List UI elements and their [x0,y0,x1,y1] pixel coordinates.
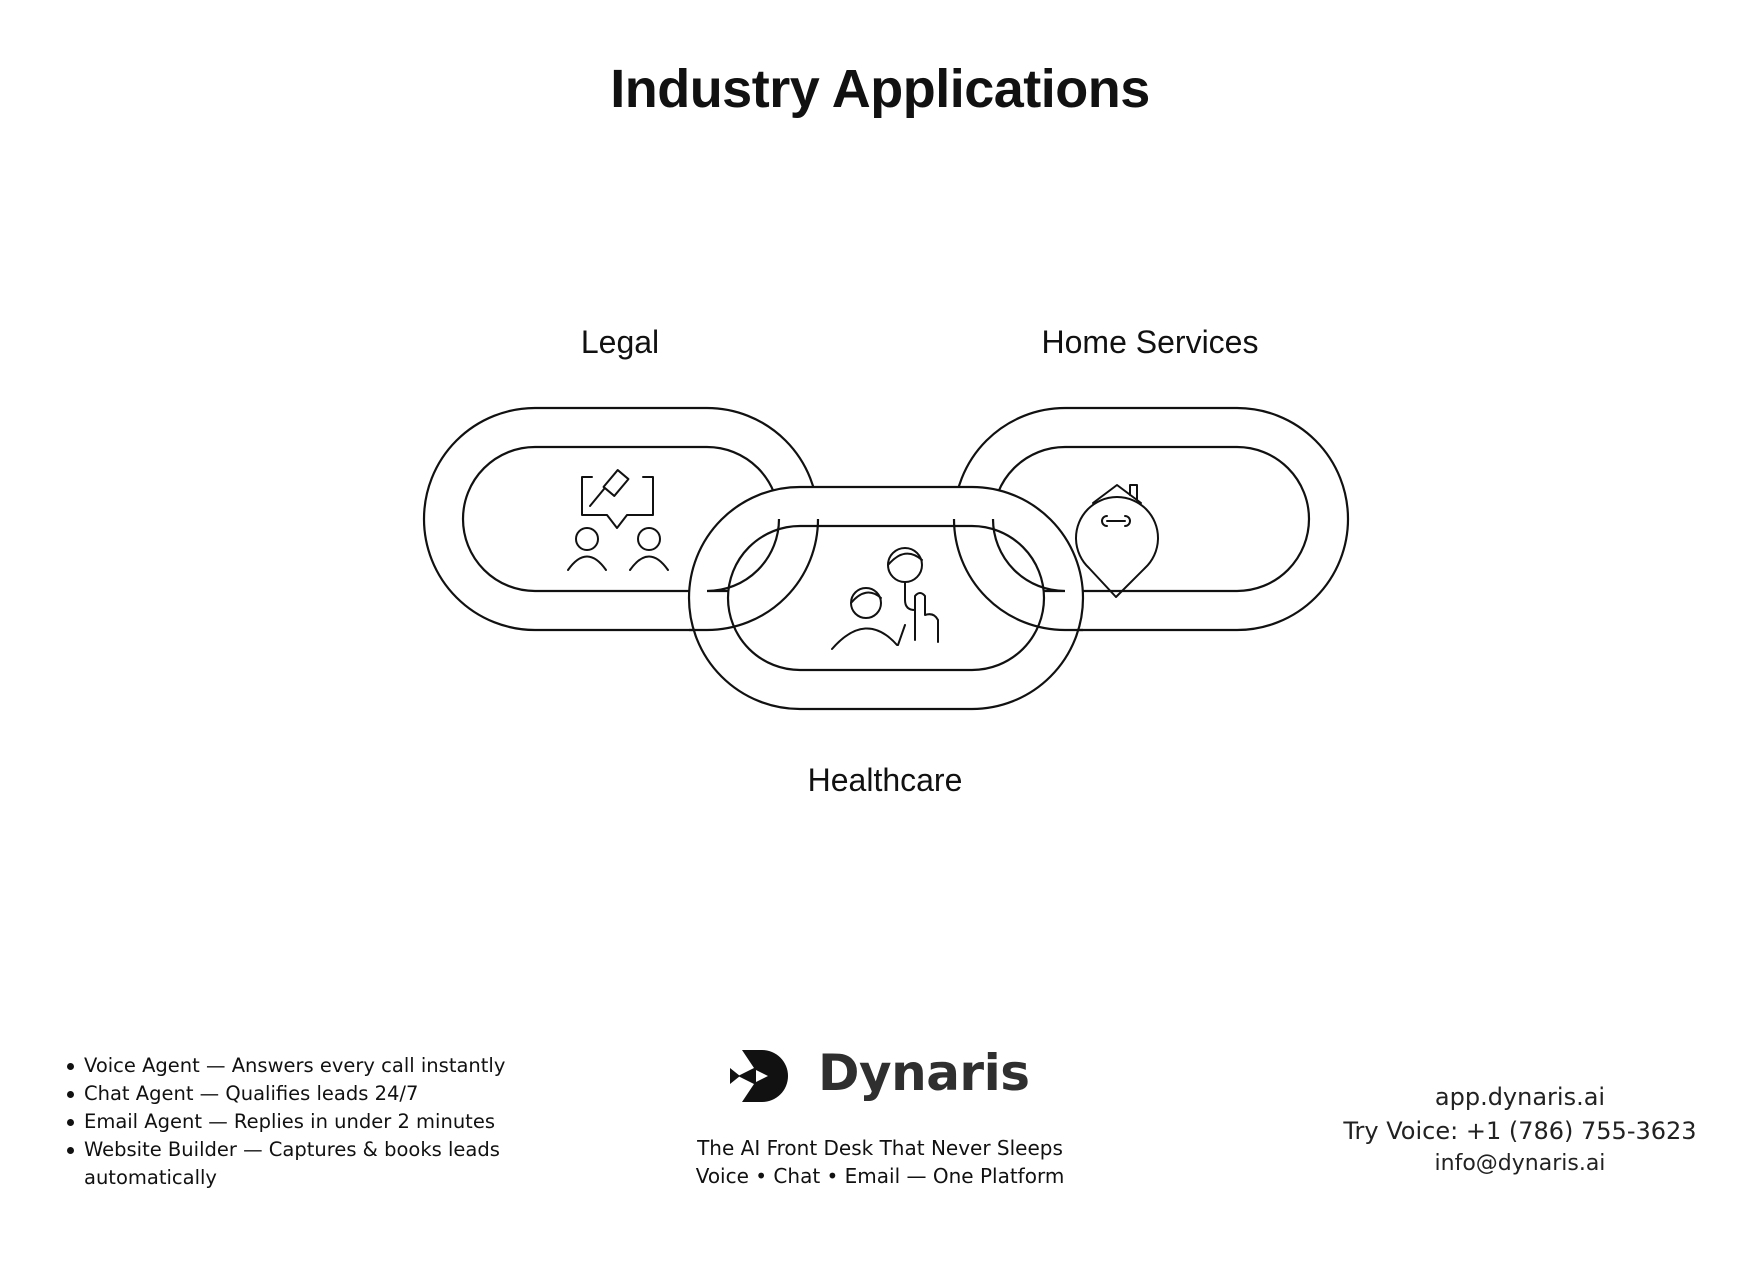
feature-item: Chat Agent — Qualifies leads 24/7 [65,1080,585,1108]
legal-consultation-icon [567,469,669,571]
chain-link-healthcare [687,485,1085,711]
feature-item: Website Builder — Captures & books leads… [65,1136,585,1192]
brand-lockup: Dynaris [728,1040,1030,1120]
tagline-line-2: Voice • Chat • Email — One Platform [695,1164,1065,1188]
home-repair-location-icon [1075,484,1159,598]
doctor-patient-icon [831,547,939,650]
feature-item: Voice Agent — Answers every call instant… [65,1052,585,1080]
contact-url[interactable]: app.dynaris.ai [1434,1083,1606,1111]
chain-interlock-left [689,518,820,632]
feature-item: Email Agent — Replies in under 2 minutes [65,1108,585,1136]
dynaris-logo-icon [730,1050,788,1102]
chain-label-legal: Legal [580,324,660,360]
contact-block: app.dynaris.ai Try Voice: +1 (786) 755-3… [1300,1080,1740,1180]
chain-label-home-services: Home Services [1041,324,1259,360]
page-title: Industry Applications [610,59,1150,119]
tagline-line-1: The AI Front Desk That Never Sleeps [697,1136,1063,1160]
contact-phone[interactable]: Try Voice: +1 (786) 755-3623 [1343,1117,1697,1145]
brand-tagline: The AI Front Desk That Never Sleeps Voic… [630,1134,1130,1190]
feature-list: Voice Agent — Answers every call instant… [65,1052,585,1192]
chain-label-healthcare: Healthcare [807,762,963,798]
chain-interlock-right [952,518,1083,632]
contact-email[interactable]: info@dynaris.ai [1434,1151,1606,1176]
brand-name: Dynaris [818,1044,1030,1102]
